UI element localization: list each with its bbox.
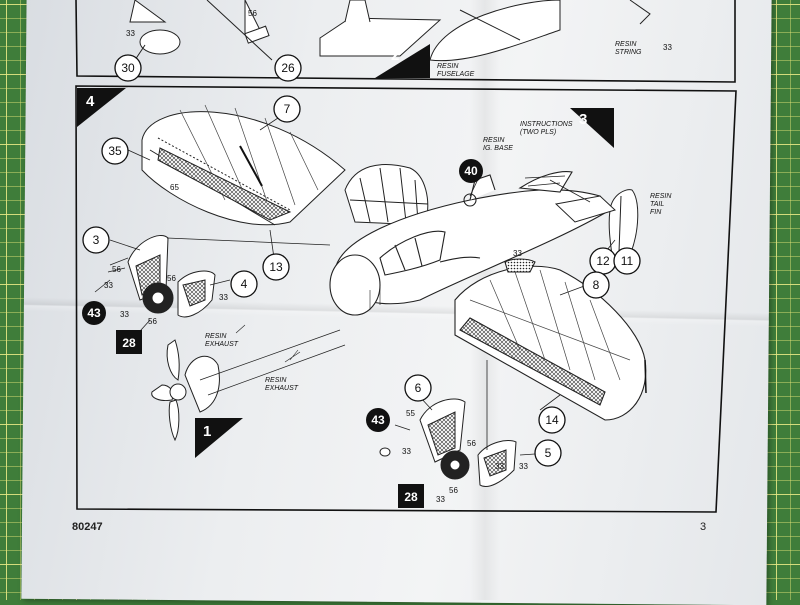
callout-43-left: 43 (82, 301, 106, 325)
panel-frames (75, 0, 737, 513)
step-flag-4: 4 (77, 88, 126, 127)
part-number: 33 (120, 310, 129, 319)
page-number: 3 (700, 521, 707, 533)
step-flag-3: 3 (570, 108, 614, 148)
part-number: 4 (241, 277, 248, 291)
part-number: 7 (284, 102, 291, 116)
left-undercarriage-drawing (107, 235, 216, 318)
tag-28-left: 28 (116, 330, 142, 354)
part-number: 33 (402, 447, 411, 456)
top-panel-drawing (129, 0, 651, 62)
part-number: 56 (148, 317, 157, 326)
part-number: 33 (126, 29, 135, 38)
step-number: 2 (391, 47, 399, 64)
step-number: 1 (203, 423, 211, 440)
part-number: 56 (167, 274, 176, 283)
part-number: 13 (269, 260, 283, 274)
callout-12: 12 (589, 247, 617, 275)
part-number: 33 (436, 495, 445, 504)
callout-7: 7 (273, 95, 301, 123)
callout-40: 40 (459, 159, 483, 183)
step-number: 4 (86, 93, 95, 110)
callout-3: 3 (82, 226, 110, 254)
part-number: 14 (545, 413, 559, 427)
part-number: 43 (371, 413, 385, 427)
part-number: 56 (112, 265, 121, 274)
right-wing-drawing (454, 258, 647, 421)
part-number: 6 (415, 381, 422, 395)
part-number: 55 (406, 409, 415, 418)
part-number: 56 (467, 439, 476, 448)
part-number: 33 (663, 43, 672, 52)
part-number: 8 (593, 278, 600, 292)
part-number: 30 (121, 61, 135, 75)
callout-30: 30 (114, 54, 142, 82)
callout-5: 5 (534, 439, 562, 467)
callout-11: 11 (613, 247, 641, 275)
callout-8: 8 (582, 271, 610, 299)
tag-28-right: 28 (398, 484, 424, 508)
step-flag-1: 1 (195, 418, 243, 458)
callout-43-right: 43 (366, 408, 390, 432)
part-number: 33 (219, 293, 228, 302)
step-number: 3 (579, 111, 587, 128)
part-number: 43 (87, 306, 101, 320)
part-number: 56 (449, 486, 458, 495)
part-number: 33 (495, 462, 504, 471)
part-number: 26 (281, 61, 295, 75)
callout-6: 6 (404, 374, 432, 402)
part-number: 33 (513, 249, 522, 258)
document-code: 80247 (72, 521, 103, 533)
part-number: 40 (464, 164, 478, 178)
left-wing-drawing (141, 104, 346, 226)
right-undercarriage-drawing (379, 398, 517, 487)
part-number: 28 (404, 490, 418, 504)
part-number: 65 (170, 183, 179, 192)
callout-13: 13 (262, 253, 290, 281)
tail-fin-drawing (554, 189, 639, 256)
part-number: 5 (545, 446, 552, 460)
part-number: 56 (248, 9, 257, 18)
part-number: 33 (104, 281, 113, 290)
part-number: 33 (519, 462, 528, 471)
part-number: 12 (596, 254, 610, 268)
canopy-drawing (344, 163, 429, 226)
step-flag-2: 2 (375, 44, 430, 78)
small-part-numbers: 65 56 33 56 33 33 56 33 55 33 56 33 33 5… (104, 183, 528, 504)
engine-propeller-drawing (151, 324, 346, 442)
part-number: 3 (93, 233, 100, 247)
part-number: 35 (108, 144, 122, 158)
callout-26: 26 (274, 54, 302, 82)
part-number: 11 (621, 254, 634, 268)
callout-35: 35 (101, 137, 129, 165)
part-number: 28 (122, 336, 136, 350)
callout-4: 4 (230, 270, 258, 298)
annotation-instructions: INSTRUCTIONS(TWO PLS) (520, 121, 573, 136)
callout-14: 14 (538, 406, 566, 434)
